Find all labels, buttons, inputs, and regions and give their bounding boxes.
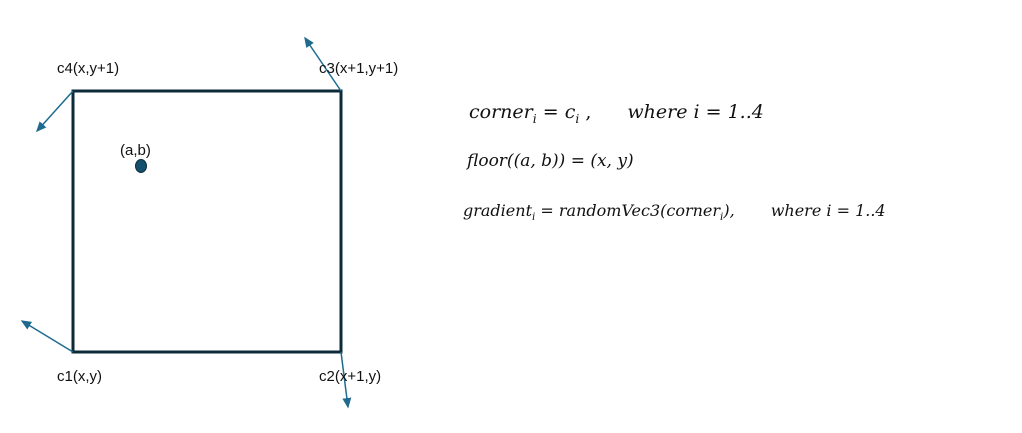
- eq3-lhs-sub: i: [532, 211, 536, 224]
- eq3-mid: = randomVec3(corner: [535, 201, 721, 220]
- point-label: (a,b): [120, 142, 151, 159]
- corner-label-c4: c4(x,y+1): [57, 60, 120, 77]
- eq1-tail: ,: [579, 101, 592, 123]
- sample-point: [135, 159, 147, 173]
- eq1-equals: =: [536, 101, 565, 123]
- eq3-where: where i = 1..4: [770, 201, 886, 220]
- eq1-rhs-sub: i: [575, 111, 580, 126]
- eq1-rhs: c: [564, 101, 576, 123]
- corner-label-c3: c3(x+1,y+1): [319, 60, 399, 77]
- gradient-arrow-c3: [304, 36, 342, 92]
- eq1-lhs: corner: [469, 101, 533, 123]
- corner-label-c1: c1(x,y): [57, 368, 102, 385]
- eq3-tail: ),: [723, 201, 735, 220]
- eq1-lhs-sub: i: [532, 111, 537, 126]
- eq3-mid-sub: i: [720, 211, 724, 224]
- gradient-arrow-c1: [20, 320, 74, 353]
- eq1-where: where i = 1..4: [627, 101, 764, 123]
- grid-cell-square: [71, 89, 343, 354]
- equation-corner: corneri = ci ,where i = 1..4: [469, 101, 764, 126]
- equation-floor: floor((a, b)) = (x, y): [467, 151, 634, 171]
- corner-label-c2: c2(x+1,y): [319, 368, 382, 385]
- gradient-arrow-c2: [340, 351, 352, 409]
- eq3-lhs: gradient: [463, 201, 532, 220]
- equation-gradient: gradienti = randomVec3(corneri),where i …: [463, 201, 886, 223]
- gradient-arrow-c4: [35, 90, 74, 133]
